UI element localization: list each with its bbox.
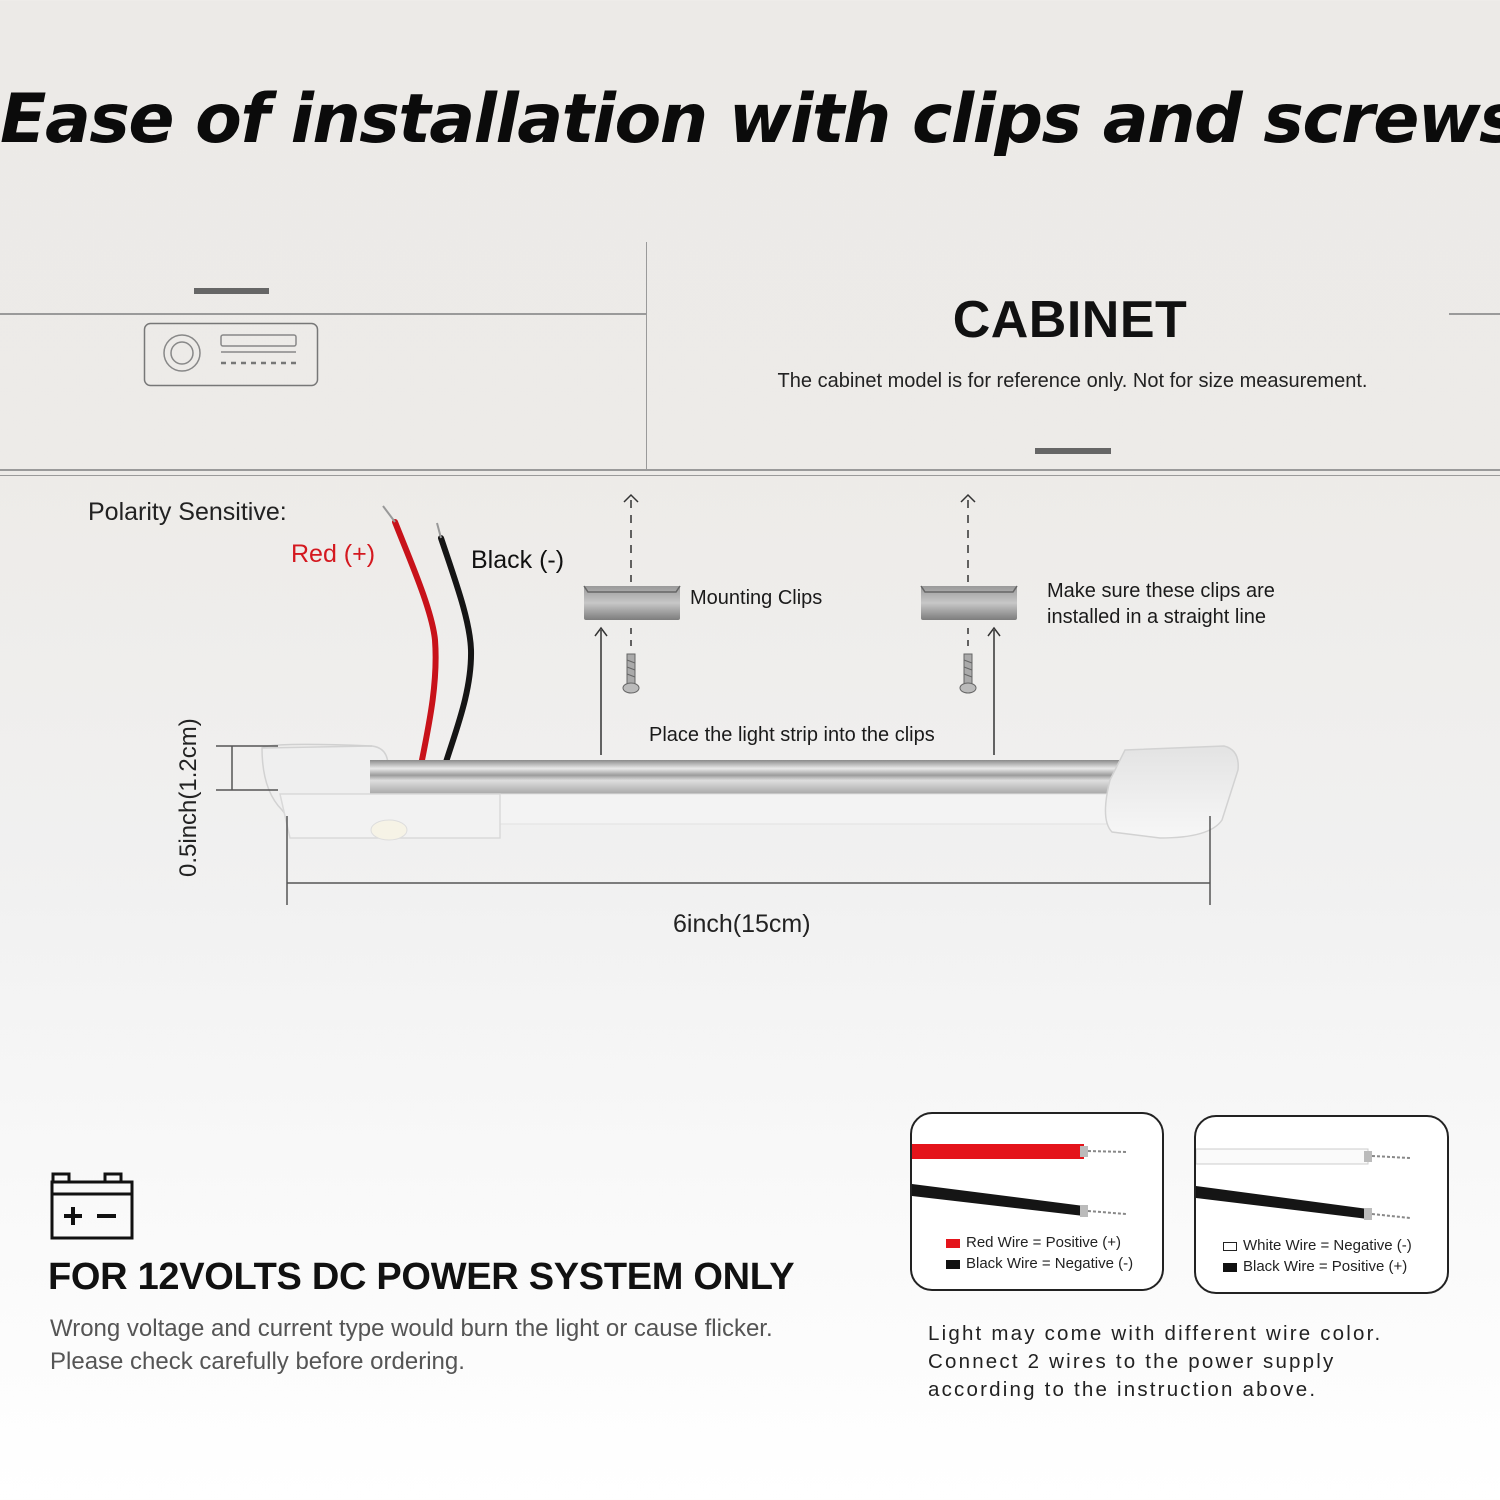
- screw-icon-left: [622, 653, 640, 694]
- page-title: Ease of installation with clips and scre…: [0, 80, 1500, 159]
- screw-icon-right: [959, 653, 977, 694]
- red-swatch: [946, 1238, 960, 1248]
- cabinet-bottom-line-2: [0, 475, 1500, 476]
- cabinet-handle-right: [1035, 448, 1111, 454]
- height-dimension-text: 0.5inch(1.2cm): [175, 718, 202, 877]
- legend-row-red: Red Wire = Positive (+): [946, 1232, 1133, 1253]
- cabinet-shelf-line-left: [0, 313, 646, 315]
- cabinet-bottom-line: [0, 469, 1500, 471]
- cabinet-title: CABINET: [952, 291, 1188, 349]
- wire-note-line-3: according to the instruction above.: [928, 1378, 1318, 1401]
- power-title: FOR 12VOLTS DC POWER SYSTEM ONLY: [48, 1256, 795, 1298]
- legend-red-text: Red Wire = Positive (+): [966, 1234, 1122, 1251]
- straight-line-note-1: Make sure these clips are: [1047, 580, 1275, 602]
- mounting-clip-icon-right: [920, 493, 1018, 755]
- radio-icon: [143, 322, 319, 387]
- red-black-wire-icon: [912, 1144, 1127, 1217]
- polarity-label: Polarity Sensitive:: [88, 498, 287, 526]
- power-warning-line-2: Please check carefully before ordering.: [50, 1348, 465, 1375]
- wire-note-line-1: Light may come with different wire color…: [928, 1322, 1383, 1345]
- black-swatch: [946, 1259, 960, 1269]
- wire-legend-2: White Wire = Negative (-) Black Wire = P…: [1223, 1235, 1412, 1277]
- legend-row-black: Black Wire = Negative (-): [946, 1253, 1133, 1274]
- wire-option-white-black: White Wire = Negative (-) Black Wire = P…: [1194, 1115, 1449, 1294]
- wire-legend-1: Red Wire = Positive (+) Black Wire = Neg…: [946, 1232, 1133, 1274]
- height-dimension-wrapper: 0.5inch(1.2cm): [175, 718, 203, 877]
- wire-option-red-black: Red Wire = Positive (+) Black Wire = Neg…: [910, 1112, 1164, 1291]
- legend-row-black-2: Black Wire = Positive (+): [1223, 1256, 1412, 1277]
- power-warning-line-1: Wrong voltage and current type would bur…: [50, 1315, 773, 1342]
- cabinet-note: The cabinet model is for reference only.…: [777, 370, 1368, 392]
- mounting-clips-label: Mounting Clips: [690, 587, 823, 609]
- black-wire-label: Black (-): [471, 546, 565, 574]
- power-warning: Wrong voltage and current type would bur…: [50, 1312, 773, 1378]
- cabinet-divider: [646, 242, 647, 470]
- battery-icon: [50, 1172, 134, 1240]
- place-strip-label: Place the light strip into the clips: [649, 724, 935, 746]
- white-black-wire-icon: [1196, 1148, 1411, 1220]
- legend-black-text-2: Black Wire = Positive (+): [1243, 1258, 1408, 1275]
- cabinet-handle-left: [194, 288, 269, 294]
- cabinet-shelf-line-right: [1449, 313, 1500, 315]
- length-dimension-label: 6inch(15cm): [673, 910, 811, 938]
- mounting-clip-icon-left: [583, 493, 681, 755]
- red-wire-label: Red (+): [291, 540, 376, 568]
- black-swatch-2: [1223, 1262, 1237, 1272]
- wire-color-note: Light may come with different wire color…: [928, 1320, 1382, 1404]
- straight-line-note-2: installed in a straight line: [1047, 606, 1267, 628]
- white-swatch: [1223, 1241, 1237, 1251]
- wire-note-line-2: Connect 2 wires to the power supply: [928, 1350, 1336, 1373]
- legend-row-white: White Wire = Negative (-): [1223, 1235, 1412, 1256]
- legend-white-text: White Wire = Negative (-): [1243, 1237, 1412, 1254]
- legend-black-text: Black Wire = Negative (-): [966, 1255, 1134, 1272]
- light-strip-diagram: [216, 493, 1239, 905]
